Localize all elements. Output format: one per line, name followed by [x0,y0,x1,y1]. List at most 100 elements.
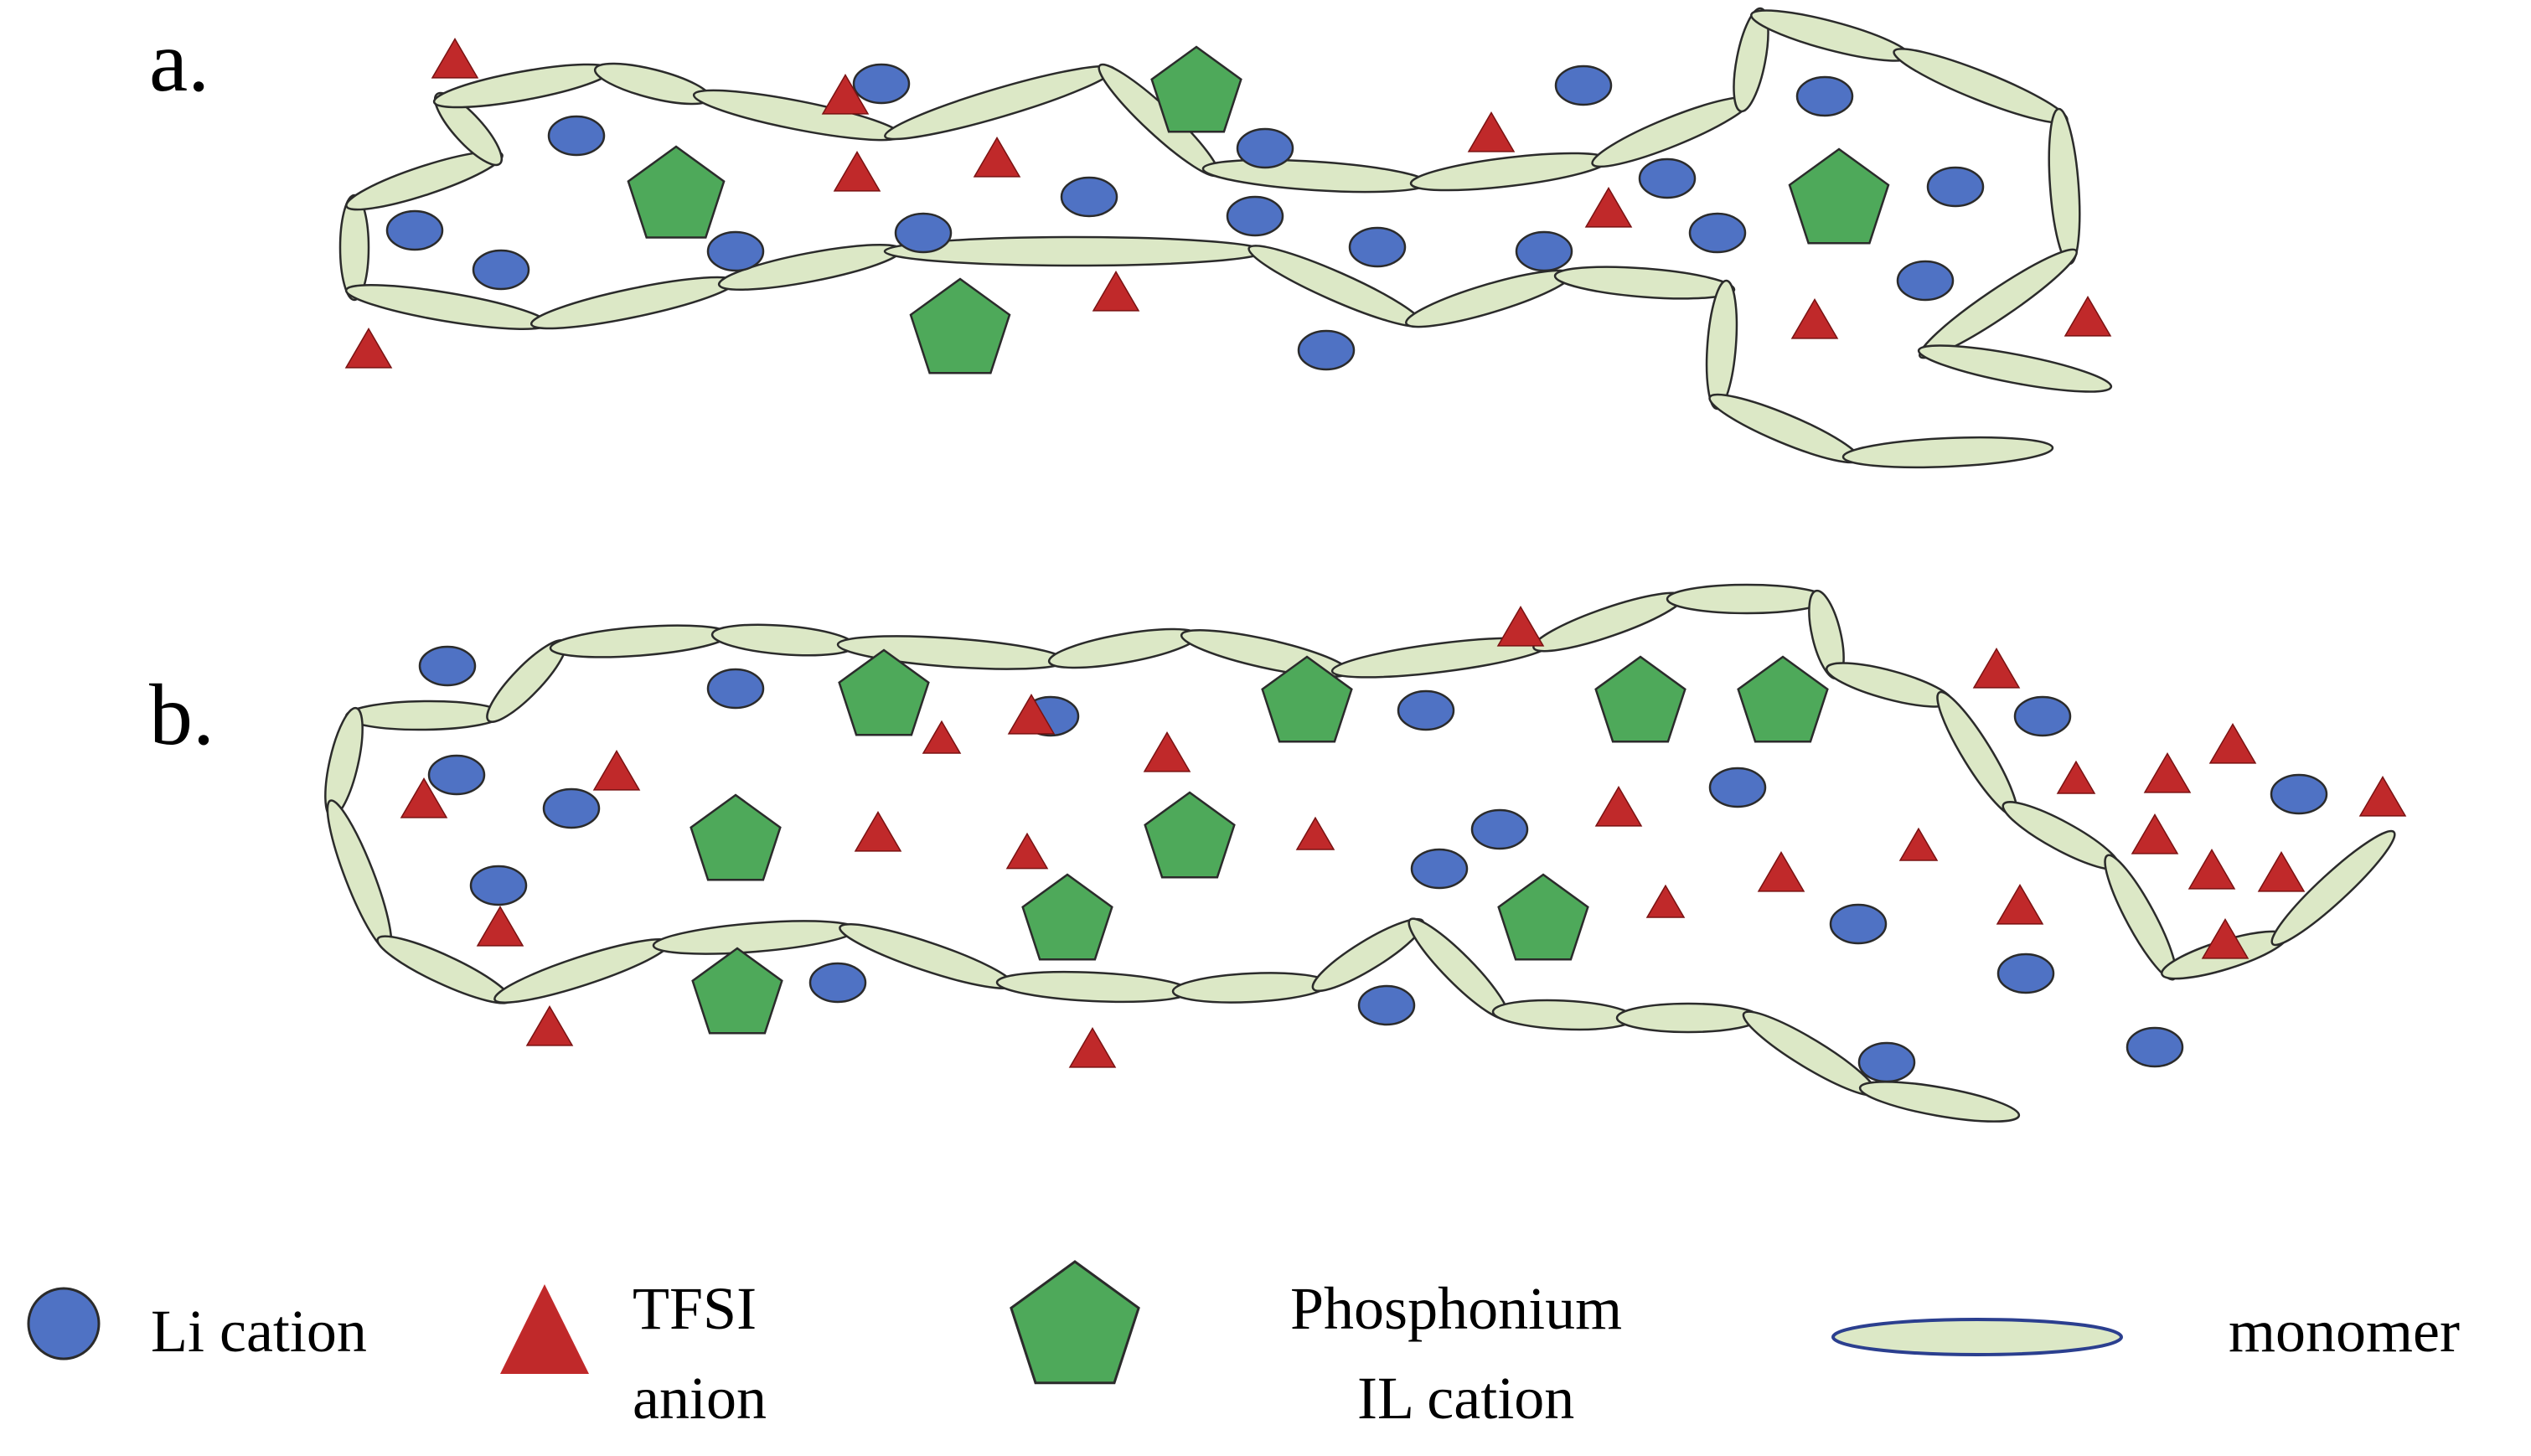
li-cation-icon [894,212,953,254]
il-cation-icon [1261,655,1353,743]
tfsi-anion-icon [1584,186,1633,228]
polymer-chains [324,7,2396,1123]
monomer [1615,1002,1761,1034]
legend-label-monomer: monomer [2229,1298,2460,1365]
tfsi-anion-icon [821,73,870,115]
il-cation-icon [1021,873,1113,961]
li-cation-icon [385,209,444,251]
tfsi-anion-icon [2131,813,2179,854]
tfsi-anion-icon [344,327,393,369]
tfsi-anion-icon [2056,760,2096,794]
tfsi-anion-icon [1467,111,1516,152]
il-cation-icon [1497,873,1589,961]
li-cation-icon [1554,65,1613,106]
tfsi-anion-icon [1594,785,1643,827]
il-cation-icon [691,947,783,1035]
monomer [1841,436,2054,469]
tfsi-anion-icon [1972,647,2021,689]
il-cation-icon [1144,791,1236,879]
li-cation-icon [706,230,765,272]
li-cation-icon [1926,166,1985,208]
li-cation-icon [1896,260,1955,302]
monomer [1491,999,1635,1031]
monomer [1666,583,1828,615]
li-cation-icon [1470,808,1529,850]
phosphonium-il-cation-legend-swatch [1010,1260,1140,1385]
monomer [2270,829,2396,947]
li-cation-icon [472,249,530,291]
ion-particles [344,37,2407,1083]
legend-label-anion: anion [633,1365,767,1432]
tfsi-anion-icon [1092,270,1140,312]
tfsi-anion-icon [1496,605,1545,647]
tfsi-anion-icon [922,720,962,754]
monomer [433,91,504,167]
monomer [1750,9,1911,62]
legend-label-il-cation: IL cation [1357,1365,1574,1432]
tfsi-anion-icon [2064,295,2112,337]
tfsi-anion-icon [1068,1026,1117,1068]
li-cation-icon [1297,329,1356,371]
legend-item-phosphonium-il-cation: Phosphonium IL cation [1010,1260,1622,1432]
il-cation-icon [627,145,726,239]
tfsi-anion-icon [476,905,524,947]
li-cation-icon [1795,75,1854,117]
tfsi-anion-icon [973,136,1021,178]
tfsi-anion-icon [1007,693,1056,735]
tfsi-anion-icon [1790,297,1839,339]
tfsi-anion-icon [2208,722,2257,764]
monomer [1708,393,1861,464]
li-cation-icon [1236,127,1294,169]
il-cation-icon [838,648,930,736]
legend-label-phosphonium: Phosphonium [1290,1275,1622,1342]
legend-item-li-cation: Li cation [27,1287,367,1365]
li-cation-icon [1515,230,1573,272]
monomer [1405,269,1573,328]
monomer [529,276,737,330]
tfsi-anion-icon [2358,775,2407,817]
li-cation-icon [427,754,486,796]
tfsi-anion-icon [2257,850,2306,892]
li-cation-icon [547,115,606,157]
monomer [1171,972,1330,1004]
li-cation-icon [808,962,867,1004]
monomer [1917,344,2113,393]
li-cation-icon [1226,195,1284,237]
il-cation-icon [690,793,782,881]
tfsi-anion-icon [1143,731,1191,772]
monomer [593,62,712,106]
li-cation-icon [2013,695,2072,737]
li-cation-icon [469,865,528,906]
li-cation-icon [1397,689,1455,731]
tfsi-anion-icon [833,150,881,192]
legend-item-tfsi-anion: TFSI anion [500,1275,767,1432]
li-cation-icon [418,645,477,687]
monomer [326,799,393,952]
monomer [324,706,364,818]
legend-item-monomer: monomer [1831,1298,2460,1365]
tfsi-anion-icon [431,37,479,79]
tfsi-anion-icon [2201,917,2249,959]
li-cation-icon [2270,773,2328,815]
panel-label-a: a. [149,13,209,110]
li-cation-icon [1410,848,1469,890]
li-cation-legend-swatch [27,1287,101,1360]
tfsi-anion-icon [854,810,902,852]
li-cation-icon [1348,226,1407,268]
il-cation-icon [1150,45,1242,133]
monomer [1047,627,1200,669]
li-cation-icon [2126,1026,2184,1068]
li-cation-icon [1060,176,1118,218]
tfsi-anion-icon [1005,832,1049,870]
li-cation-icon [1357,984,1416,1026]
monomer [344,700,504,731]
monomer [884,65,1115,141]
tfsi-anion-icon [1996,883,2044,925]
monomer [1409,152,1610,192]
monomer [1733,7,1769,113]
tfsi-anion-icon [1295,816,1335,850]
tfsi-anion-icon [2143,751,2192,793]
li-cation-icon [852,63,911,105]
tfsi-anion-icon [1757,850,1805,892]
